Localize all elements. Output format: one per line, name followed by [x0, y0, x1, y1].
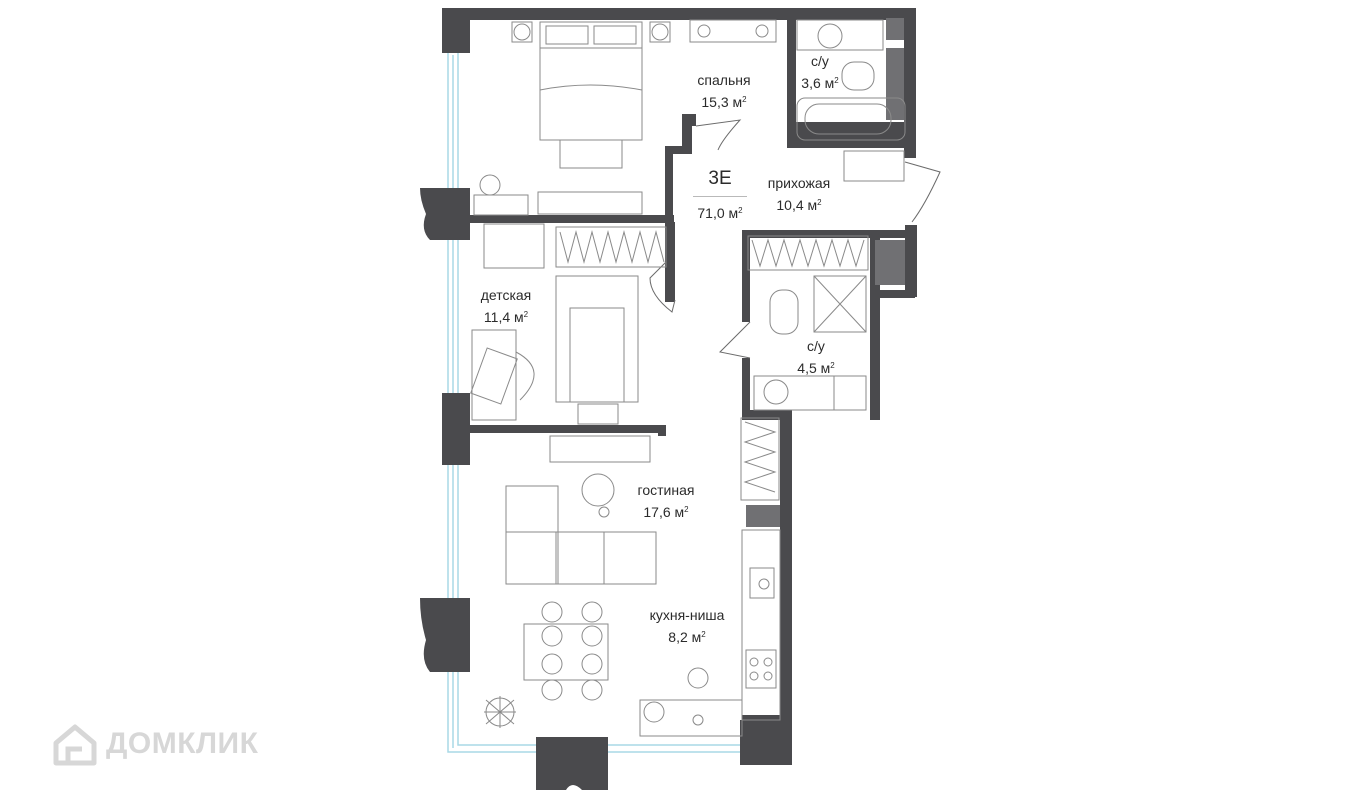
- room-label-hall: прихожая 10,4 м2: [752, 174, 846, 215]
- room-area-kids: 11,4 м2: [483, 309, 529, 325]
- room-area-bedroom: 15,3 м2: [701, 94, 747, 110]
- room-name-bath-2: с/у: [807, 338, 825, 354]
- apartment-badge: 3E 71,0 м2: [686, 161, 754, 224]
- shafts: [746, 18, 905, 527]
- room-label-kids: детская 11,4 м2: [466, 286, 546, 327]
- room-name-bedroom: спальня: [697, 72, 751, 88]
- apartment-type: 3E: [708, 168, 732, 189]
- room-name-bath-1: с/у: [811, 53, 829, 69]
- watermark-text: ДОМКЛИК: [106, 727, 259, 760]
- apartment-total-area: 71,0 м2: [697, 205, 743, 221]
- apartment-divider: [693, 196, 747, 197]
- room-area-bath-1: 3,6 м2: [801, 75, 839, 91]
- room-label-bath-1: с/у 3,6 м2: [788, 52, 852, 93]
- furniture: [470, 19, 906, 737]
- room-area-kitchen: 8,2 м2: [668, 629, 706, 645]
- house-logo-icon: [53, 724, 97, 766]
- columns: [420, 188, 608, 790]
- room-label-bedroom: спальня 15,3 м2: [678, 71, 770, 112]
- watermark: ДОМКЛИК: [52, 716, 258, 772]
- room-label-kitchen: кухня-ниша 8,2 м2: [632, 606, 742, 647]
- room-name-hall: прихожая: [767, 175, 831, 191]
- walls: [442, 8, 917, 765]
- room-name-living: гостиная: [637, 482, 695, 498]
- room-name-kitchen: кухня-ниша: [649, 607, 725, 623]
- room-label-living: гостиная 17,6 м2: [622, 481, 710, 522]
- room-label-bath-2: с/у 4,5 м2: [784, 337, 848, 378]
- room-area-bath-2: 4,5 м2: [797, 360, 835, 376]
- doors: [649, 119, 941, 359]
- room-name-kids: детская: [480, 287, 532, 303]
- room-area-hall: 10,4 м2: [776, 197, 822, 213]
- room-area-living: 17,6 м2: [643, 504, 689, 520]
